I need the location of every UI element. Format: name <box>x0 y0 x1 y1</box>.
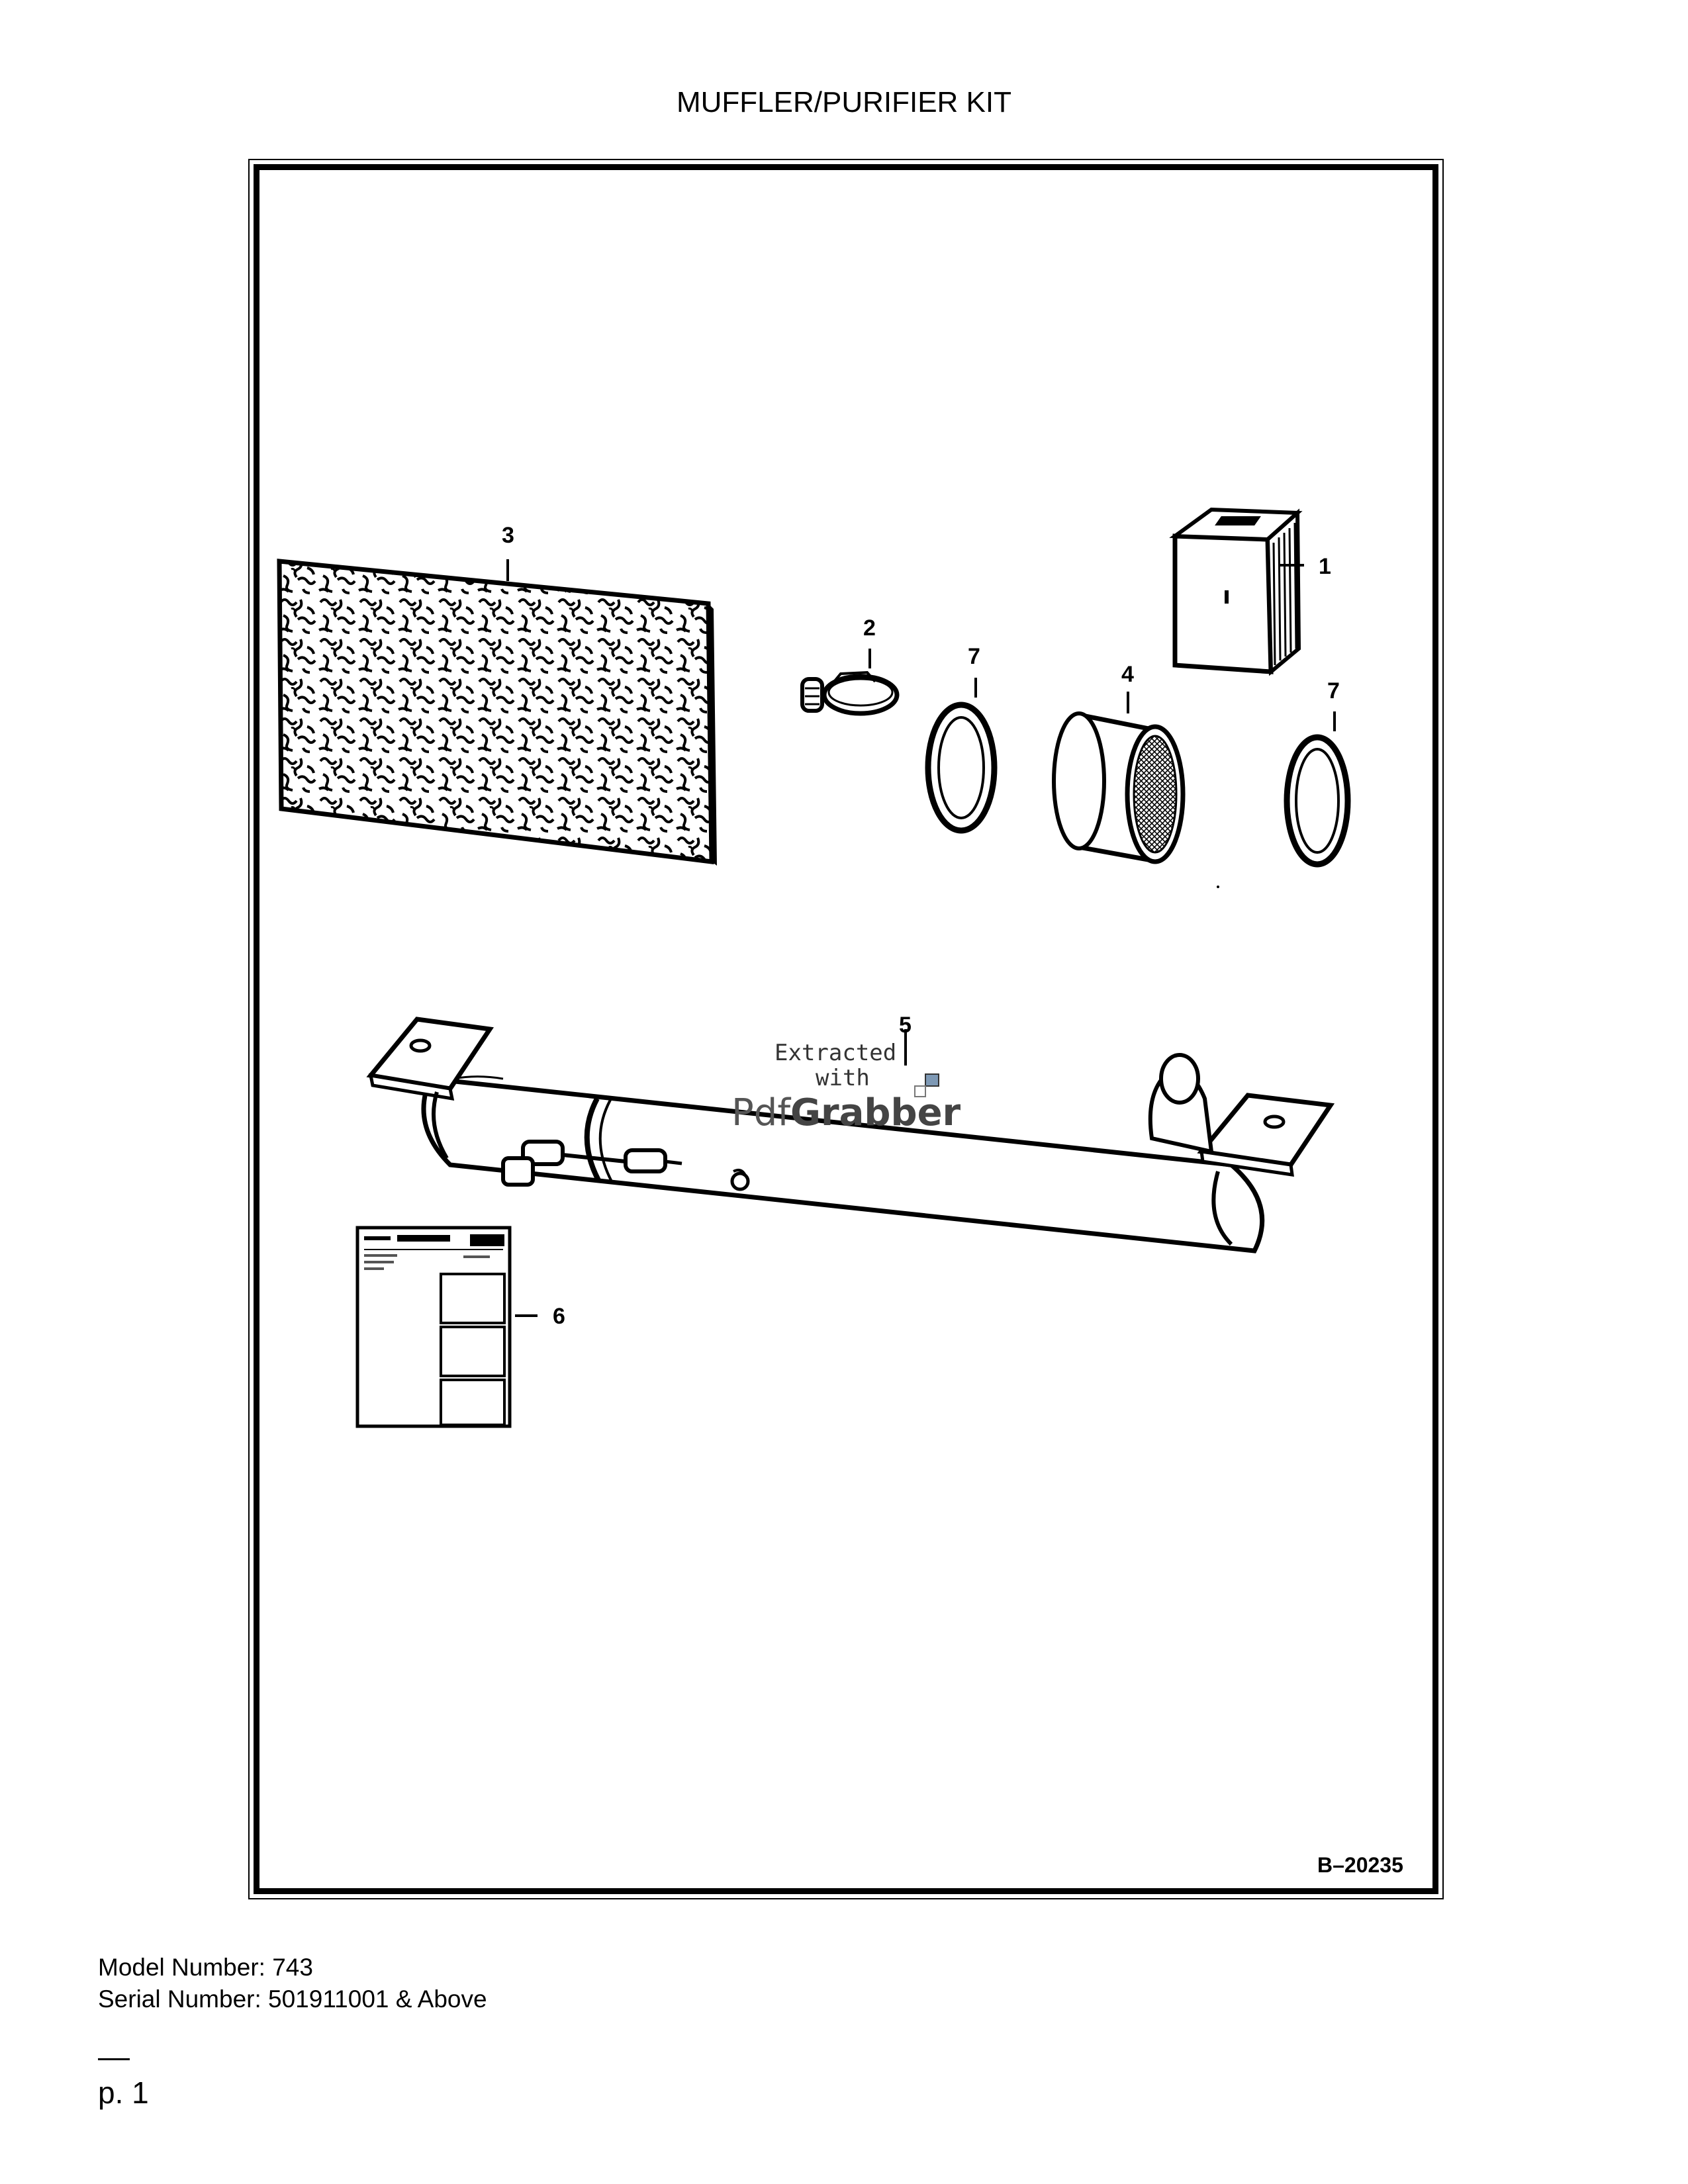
kit-box-part-1 <box>1169 507 1304 676</box>
serial-number: Serial Number: 501911001 & Above <box>98 1985 487 2013</box>
callout-1: 1 <box>1319 554 1331 579</box>
hose-clamp-part-2 <box>800 649 900 716</box>
gasket-ring-part-7-left <box>925 678 998 834</box>
model-number: Model Number: 743 <box>98 1954 313 1981</box>
callout-6: 6 <box>553 1304 565 1329</box>
watermark-brand-bold: Grabber <box>790 1091 961 1134</box>
page-rule <box>98 2058 130 2060</box>
figure-id: B–20235 <box>1317 1853 1403 1877</box>
illustration-frame <box>254 164 1438 1894</box>
watermark-logo-icon <box>925 1073 939 1087</box>
callout-5: 5 <box>899 1013 912 1038</box>
callout-3: 3 <box>502 523 514 548</box>
watermark-line-2: with <box>816 1065 870 1091</box>
watermark-line-1: Extracted <box>774 1040 896 1066</box>
muffler-part-5 <box>366 1017 1335 1253</box>
purifier-element-part-4 <box>1052 692 1186 864</box>
callout-2: 2 <box>863 615 876 641</box>
callout-7-left: 7 <box>968 644 980 669</box>
callout-4: 4 <box>1121 662 1134 687</box>
pdfgrabber-watermark: Extracted with PdfGrabber <box>731 1040 961 1134</box>
watermark-brand: PdfGrabber <box>731 1091 961 1134</box>
foam-pad-part-3 <box>277 559 717 866</box>
page-number: p. 1 <box>98 2075 149 2110</box>
watermark-brand-light: Pdf <box>731 1091 791 1134</box>
page-title: MUFFLER/PURIFIER KIT <box>676 86 1012 118</box>
callout-7-right: 7 <box>1327 678 1340 704</box>
gasket-ring-part-7-right <box>1284 711 1351 868</box>
instruction-sheet-part-6 <box>355 1226 538 1428</box>
illustration-frame-outer <box>248 159 1444 1899</box>
